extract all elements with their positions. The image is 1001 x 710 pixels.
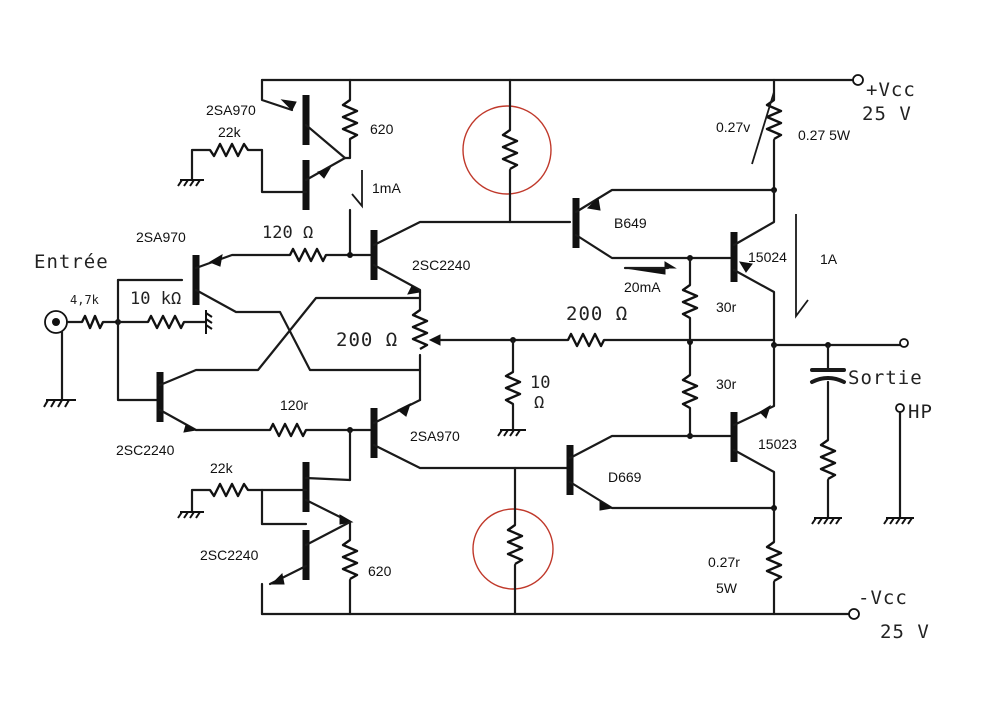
label-vcc-pos-v: 25 V xyxy=(862,103,912,125)
label-q15024: 15024 xyxy=(748,249,787,265)
label-r620-bot: 620 xyxy=(368,563,392,579)
top-current-source xyxy=(177,78,359,257)
output-network xyxy=(810,342,914,525)
label-r10-val: 10 xyxy=(530,373,550,393)
top-highlight-resistor xyxy=(462,78,552,224)
label-r22k-bot: 22k xyxy=(210,460,234,476)
bottom-current-source xyxy=(177,428,359,616)
label-sortie: Sortie xyxy=(848,367,923,389)
q4-transistor xyxy=(156,296,422,438)
label-r200-pot: 200 Ω xyxy=(336,329,398,351)
label-q4: 2SC2240 xyxy=(116,442,175,458)
label-vcc-neg-v: 25 V xyxy=(880,621,930,643)
label-1ma: 1mA xyxy=(372,180,401,196)
label-q3: 2SA970 xyxy=(136,229,186,245)
label-r10-unit: Ω xyxy=(534,393,544,413)
positive-rail xyxy=(260,74,864,86)
label-20ma: 20mA xyxy=(624,279,661,295)
label-r027-bot-val: 0.27r xyxy=(708,554,740,570)
label-hp: HP xyxy=(908,401,933,423)
label-b649: B649 xyxy=(614,215,647,231)
label-r30-bot: 30r xyxy=(716,376,737,392)
label-vcc-pos: +Vcc xyxy=(866,79,916,101)
label-q1: 2SA970 xyxy=(206,102,256,118)
label-r120-top: 120 Ω xyxy=(262,223,313,243)
label-q2: 2SC2240 xyxy=(200,547,259,563)
r10-resistor xyxy=(497,337,526,437)
label-r027-top: 0.27 5W xyxy=(798,127,851,143)
r30-resistors xyxy=(681,256,699,439)
current-1ma-arrow xyxy=(351,170,363,209)
r027-bottom-resistor xyxy=(765,505,783,616)
b649-transistor xyxy=(572,188,776,275)
q15023-transistor xyxy=(730,343,776,510)
q5-transistor xyxy=(370,220,572,302)
label-r620-top: 620 xyxy=(370,121,394,137)
bias-potentiometer xyxy=(411,298,570,402)
r027-top-resistor xyxy=(751,78,783,193)
label-r30-top: 30r xyxy=(716,299,737,315)
label-entree: Entrée xyxy=(34,251,109,273)
label-q15023: 15023 xyxy=(758,436,797,452)
label-r027-bot-pow: 5W xyxy=(716,580,738,596)
label-r22k-top: 22k xyxy=(218,124,242,140)
q15024-transistor xyxy=(687,188,809,347)
label-r10k: 10 kΩ xyxy=(130,289,181,309)
q3-transistor xyxy=(192,247,422,372)
label-q6: 2SA970 xyxy=(410,428,460,444)
label-vcc-neg: -Vcc xyxy=(858,587,908,609)
q6-transistor xyxy=(370,398,572,470)
label-r47k: 4,7k xyxy=(70,293,100,307)
label-1a: 1A xyxy=(820,251,838,267)
label-d669: D669 xyxy=(608,469,642,485)
label-q5: 2SC2240 xyxy=(412,257,471,273)
label-r120-bot: 120r xyxy=(280,397,308,413)
negative-rail xyxy=(260,608,860,620)
r200-feedback xyxy=(566,332,909,348)
bottom-highlight-resistor xyxy=(472,466,554,616)
d669-transistor xyxy=(566,434,776,511)
label-v027: 0.27v xyxy=(716,119,750,135)
input-section xyxy=(43,278,213,408)
label-r200-fb: 200 Ω xyxy=(566,303,628,325)
